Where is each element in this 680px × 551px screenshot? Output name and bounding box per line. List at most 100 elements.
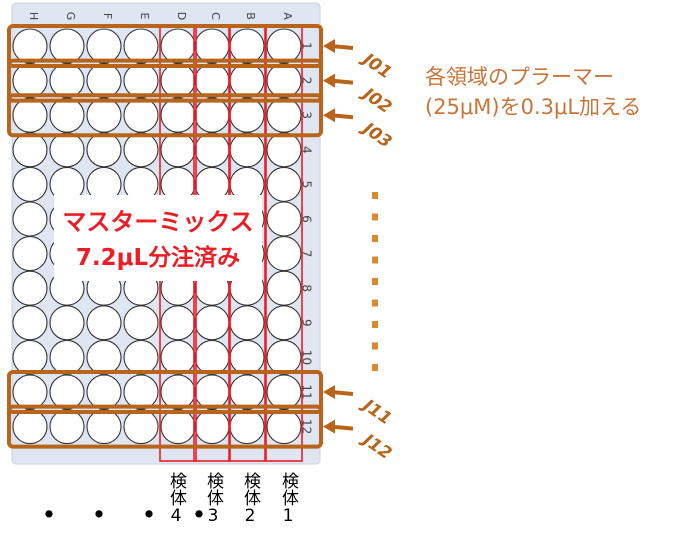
column-label: H [27,12,40,20]
row-number: 10 [300,350,314,365]
row-outline [7,404,323,449]
row-tag: J02 [357,83,395,118]
well [266,339,302,375]
well [266,374,302,410]
well [12,201,48,237]
column-label: B [244,12,257,20]
well [160,63,196,99]
mastermix-box [54,195,262,281]
well [123,97,159,133]
instruction-line2: (25μM)を0.3μL加える [425,95,642,119]
row-tag: J11 [357,394,395,429]
well [12,305,48,341]
row-arrows [323,39,354,434]
instruction-line1: 各領域のプラーマー [425,65,614,89]
vertical-ellipsis [372,192,378,371]
well [12,339,48,375]
ellipsis-dot [372,256,378,264]
arrow-head [323,39,335,53]
well [123,374,159,410]
well [49,305,85,341]
row-highlights [7,24,323,449]
well [229,63,265,99]
well [229,409,265,445]
well [12,409,48,445]
row-number: 3 [300,111,314,119]
row-outline [7,93,323,138]
sample-label-1: 検体1 [278,472,298,526]
well [86,132,122,168]
row-outline [7,58,323,103]
well [194,339,230,375]
row-number: 6 [300,215,314,223]
row-number: 4 [300,146,314,154]
well [160,305,196,341]
well [12,374,48,410]
row-number: 7 [300,250,314,258]
ellipsis-dot [372,278,378,285]
well [123,305,159,341]
well [194,409,230,445]
row-tag: J03 [357,117,395,152]
well [194,97,230,133]
well [160,97,196,133]
well [229,305,265,341]
well [229,97,265,133]
well [194,305,230,341]
well [229,339,265,375]
well [229,28,265,64]
well [194,63,230,99]
well [86,97,122,133]
well [49,132,85,168]
row-number: 11 [300,384,314,399]
column-label: C [209,12,222,20]
sample-label-3: 検体3 [203,472,223,526]
well [12,236,48,272]
well [12,28,48,64]
row-number: 9 [300,319,314,327]
well [266,28,302,64]
well [266,236,302,272]
well [12,63,48,99]
ellipsis-dot [372,342,378,350]
ellipsis-dot [372,321,378,328]
well [12,270,48,306]
row-outline [7,370,323,414]
arrow-head [323,73,335,88]
well [49,28,85,64]
column-label: G [64,12,77,21]
well [266,166,302,202]
column-label: A [281,12,294,20]
well [86,339,122,375]
well [123,63,159,99]
well [123,28,159,64]
ellipsis-dot [372,364,378,371]
well [160,409,196,445]
well [86,63,122,99]
well [160,339,196,375]
well [49,339,85,375]
ellipsis-dot [372,235,378,242]
row-tag: J01 [357,48,395,83]
well [160,132,196,168]
well [266,201,302,237]
ellipsis-dot [372,213,378,221]
row-number: 12 [300,419,314,434]
column-label: D [175,12,188,20]
well [86,305,122,341]
well [123,409,159,445]
well [266,305,302,341]
well [123,132,159,168]
row-number: 8 [300,284,314,292]
well [229,132,265,168]
well [194,374,230,410]
row-number: 1 [300,42,314,50]
arrow-head [323,419,335,434]
row-tag: J12 [357,429,395,464]
well [49,63,85,99]
sample-label-4: 検体4 [166,472,186,526]
column-label: E [138,13,151,20]
well [86,28,122,64]
